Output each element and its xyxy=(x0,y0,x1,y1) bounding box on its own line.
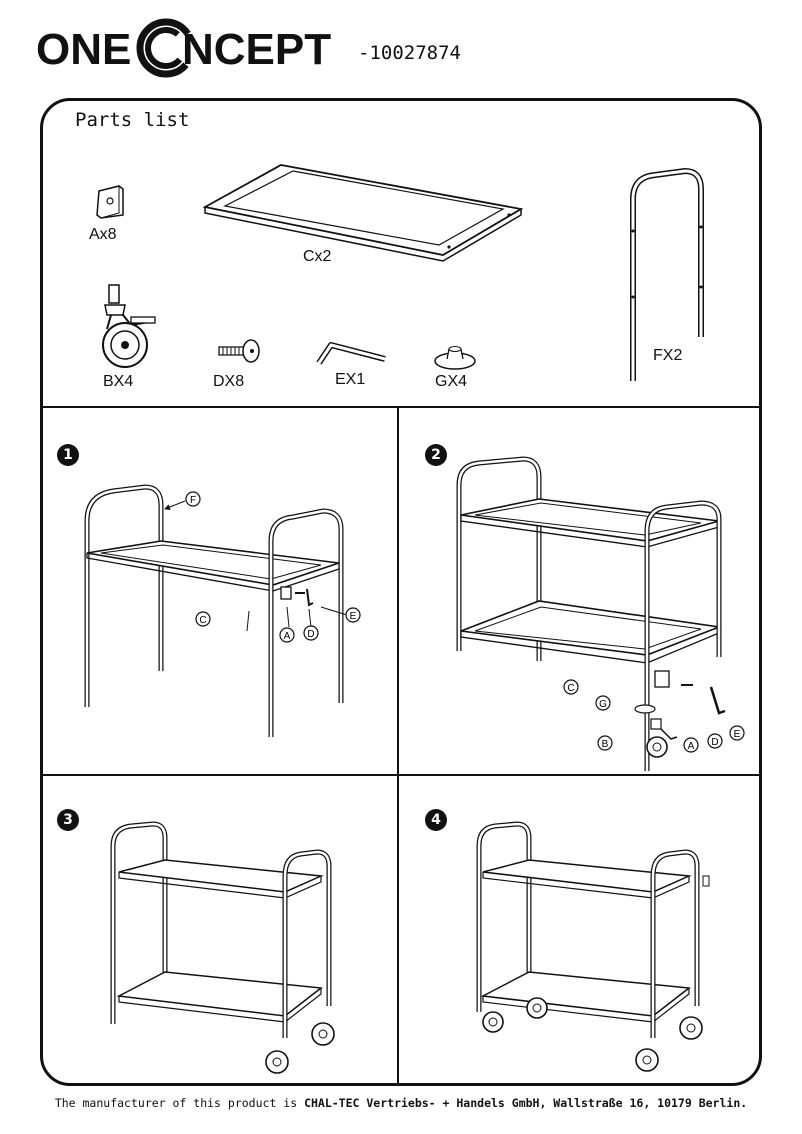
brand-text-left: ONE xyxy=(36,25,131,74)
step-3-illustration xyxy=(110,821,335,1074)
callout-d-label: D xyxy=(711,737,718,748)
step-2-number: 2 xyxy=(425,444,447,466)
callout-b: B xyxy=(597,735,613,751)
brand-logo: ONE NCEPT xyxy=(36,18,331,78)
callout-g: G xyxy=(595,695,611,711)
callout-c: C xyxy=(563,679,579,695)
callout-a: A xyxy=(279,627,295,643)
part-label-f: FX2 xyxy=(653,347,683,364)
instruction-frame: Parts list Ax8 Cx2 FX2 BX4 DX8 xyxy=(40,98,762,1086)
model-number: -10027874 xyxy=(358,42,461,64)
callout-f-label: F xyxy=(190,495,196,506)
hex-key-e-icon xyxy=(316,342,386,365)
step-4-number: 4 xyxy=(425,809,447,831)
foot-g-icon xyxy=(434,346,476,370)
step-1-number: 1 xyxy=(57,444,79,466)
part-label-g: GX4 xyxy=(435,373,468,390)
divider-steps xyxy=(43,774,759,776)
callout-e: E xyxy=(345,607,361,623)
step-2-illustration: C G B A D E xyxy=(456,456,745,771)
callout-d: D xyxy=(707,733,723,749)
callout-f: F xyxy=(185,491,201,507)
callout-c-label: C xyxy=(199,615,206,626)
part-label-e: EX1 xyxy=(335,371,366,388)
callout-c: C xyxy=(195,611,211,627)
callout-a: A xyxy=(683,737,699,753)
footer-text: The manufacturer of this product is CHAL… xyxy=(0,1096,802,1110)
callout-e: E xyxy=(729,725,745,741)
callout-a-label: A xyxy=(688,741,695,752)
callout-b-label: B xyxy=(602,739,609,750)
part-label-a: Ax8 xyxy=(89,226,117,243)
screw-d-icon xyxy=(218,339,260,363)
bracket-a-icon xyxy=(96,185,124,219)
step-3-number: 3 xyxy=(57,809,79,831)
part-label-c: Cx2 xyxy=(303,248,332,265)
callout-d-label: D xyxy=(307,629,314,640)
part-label-b: BX4 xyxy=(103,373,134,390)
callout-g-label: G xyxy=(599,699,607,710)
callout-a-label: A xyxy=(284,631,291,642)
callout-c-label: C xyxy=(567,683,574,694)
footer-prefix: The manufacturer of this product is xyxy=(54,1096,305,1110)
callout-d: D xyxy=(303,625,319,641)
divider-vertical xyxy=(397,406,399,1083)
brand-text-right: NCEPT xyxy=(182,25,331,74)
caster-b-icon xyxy=(102,284,156,368)
part-label-d: DX8 xyxy=(213,373,245,390)
callout-e-label: E xyxy=(734,729,741,740)
shelf-c-icon xyxy=(203,164,523,262)
step-4-illustration xyxy=(476,821,710,1072)
divider-parts xyxy=(43,406,759,408)
footer-company: CHAL-TEC Vertriebs- + Handels GmbH, Wall… xyxy=(304,1096,748,1110)
step-1-illustration: F C A D E xyxy=(84,484,361,737)
callout-e-label: E xyxy=(350,611,357,622)
frame-f-icon xyxy=(630,168,704,381)
parts-list-title: Parts list xyxy=(75,109,190,131)
